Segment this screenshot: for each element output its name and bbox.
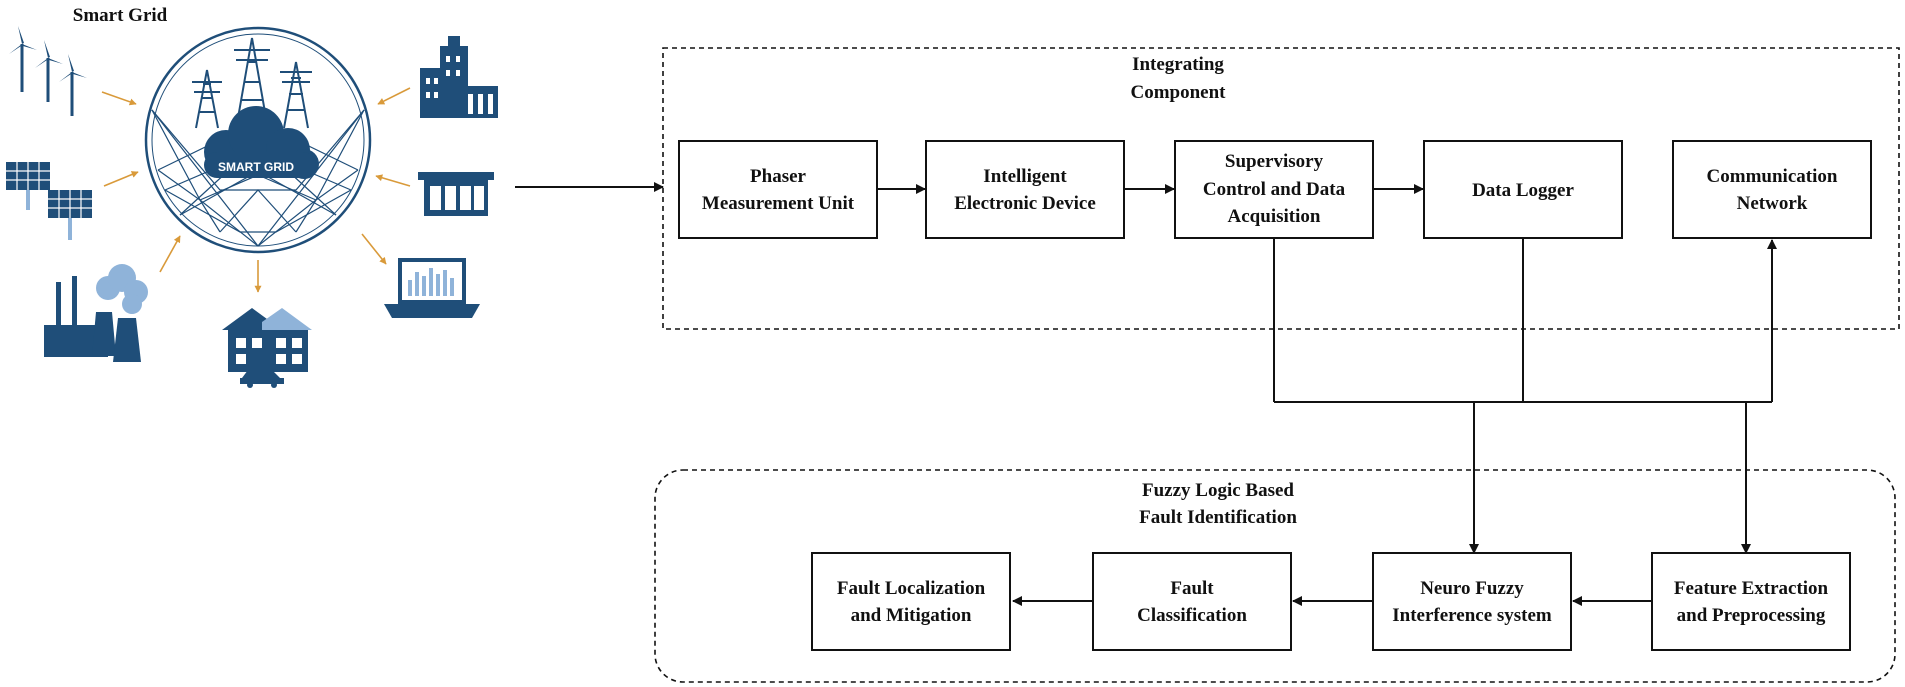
svg-text:Feature Extraction: Feature Extraction (1674, 578, 1829, 599)
smart-grid-connection-arrows (101, 87, 411, 293)
scada-box: Supervisory Control and Data Acquisition (1174, 140, 1374, 239)
svg-text:Network: Network (1737, 193, 1808, 214)
svg-text:Phaser: Phaser (750, 166, 807, 187)
smart-grid-circle: SMART GRID (144, 26, 372, 254)
integrating-component-group (662, 47, 1900, 330)
fuzzy-title-line2: Fault Identification (1139, 507, 1297, 528)
svg-text:Acquisition: Acquisition (1228, 206, 1321, 227)
svg-text:Supervisory: Supervisory (1225, 151, 1324, 172)
fuzzy-title-line1: Fuzzy Logic Based (1142, 480, 1294, 501)
data-logger-box: Data Logger (1423, 140, 1623, 239)
fault-classification-box: Fault Classification (1092, 552, 1292, 651)
house-ev-icon (222, 308, 312, 388)
intelligent-electronic-device-box: Intelligent Electronic Device (925, 140, 1125, 239)
fuzzy-logic-group (654, 469, 1896, 683)
fault-localization-box: Fault Localization and Mitigation (811, 552, 1011, 651)
svg-text:Control and Data: Control and Data (1203, 179, 1346, 200)
svg-text:Measurement Unit: Measurement Unit (702, 193, 855, 214)
svg-text:Communication: Communication (1707, 166, 1838, 187)
svg-text:Interference system: Interference system (1392, 605, 1552, 626)
svg-text:Intelligent: Intelligent (983, 166, 1067, 187)
cloud-icon (204, 106, 319, 179)
svg-text:Classification: Classification (1137, 605, 1247, 626)
grid-mesh (151, 109, 365, 247)
smart-grid-title: Smart Grid (73, 5, 168, 26)
integrating-title-line2: Component (1130, 82, 1226, 103)
svg-text:and Preprocessing: and Preprocessing (1677, 605, 1826, 626)
communication-network-box: Communication Network (1672, 140, 1872, 239)
svg-text:Fault: Fault (1170, 578, 1214, 599)
bus-connectors (1273, 238, 1777, 554)
svg-text:Data Logger: Data Logger (1472, 180, 1574, 201)
integrating-title-line1: Integrating (1132, 54, 1224, 75)
phaser-measurement-unit-box: Phaser Measurement Unit (678, 140, 878, 239)
svg-text:Neuro Fuzzy: Neuro Fuzzy (1420, 578, 1524, 599)
wind-turbines-icon (9, 26, 87, 116)
neuro-fuzzy-box: Neuro Fuzzy Interference system (1372, 552, 1572, 651)
power-plant-icon (44, 264, 148, 362)
feature-extraction-box: Feature Extraction and Preprocessing (1651, 552, 1851, 651)
svg-text:Fault Localization: Fault Localization (837, 578, 986, 599)
transmission-towers-icon (192, 37, 312, 129)
svg-text:and Mitigation: and Mitigation (851, 605, 972, 626)
solar-panels-icon (6, 162, 92, 240)
substation-icon (418, 172, 494, 216)
smart-grid-cloud-label: SMART GRID (218, 160, 294, 174)
svg-text:Electronic Device: Electronic Device (954, 193, 1096, 214)
buildings-icon (420, 36, 498, 118)
laptop-icon (384, 258, 480, 318)
